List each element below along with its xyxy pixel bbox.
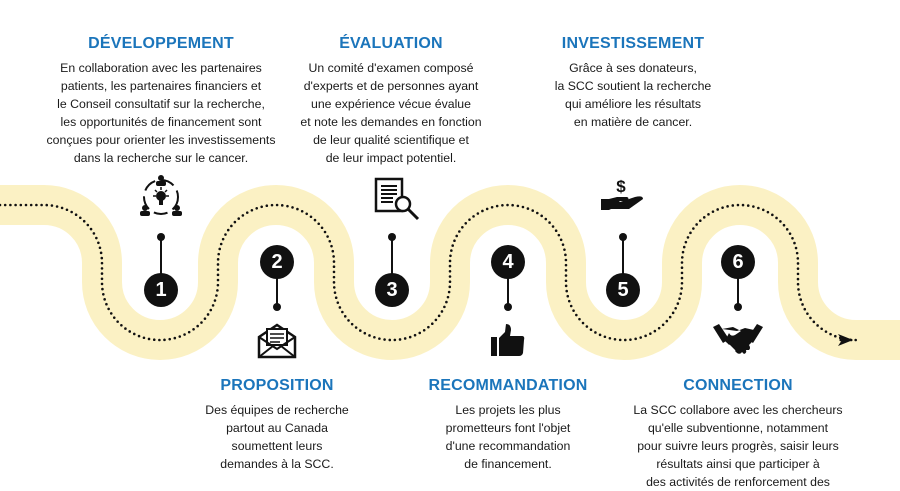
connector-line <box>276 262 278 307</box>
connector-line <box>622 237 624 290</box>
connector-dot <box>388 233 396 241</box>
connector-dot <box>619 233 627 241</box>
connector-line <box>737 262 739 307</box>
hand-dollar-icon: $ <box>601 177 643 210</box>
connector-dot <box>504 303 512 311</box>
connector-dot <box>157 233 165 241</box>
step-number-3: 3 <box>375 273 409 307</box>
connector-line <box>160 237 162 290</box>
step-title: DÉVELOPPEMENT <box>88 35 234 52</box>
step-description: Grâce à ses donateurs,la SCC soutient la… <box>554 61 712 129</box>
document-magnifier-icon <box>374 177 420 221</box>
svg-text:$: $ <box>616 177 626 196</box>
step-title: INVESTISSEMENT <box>561 35 705 52</box>
connector-dot <box>273 303 281 311</box>
connector-line <box>391 237 393 290</box>
road-band <box>0 185 900 360</box>
thumbs-up-icon <box>491 324 525 356</box>
step-1-text: DÉVELOPPEMENT En collaboration avec les … <box>41 35 281 167</box>
step-number-1: 1 <box>144 273 178 307</box>
connector-dot <box>734 303 742 311</box>
dotted-path <box>0 203 857 342</box>
step-5-text: INVESTISSEMENT Grâce à ses donateurs,la … <box>513 35 753 131</box>
connector-line <box>507 262 509 307</box>
step-title: RECOMMANDATION <box>428 377 588 394</box>
step-title: CONNECTION <box>683 377 793 394</box>
step-title: ÉVALUATION <box>339 35 443 52</box>
step-number-6: 6 <box>721 245 755 279</box>
step-number-2: 2 <box>260 245 294 279</box>
arrow-head-icon <box>838 334 853 346</box>
people-idea-icon <box>140 175 182 216</box>
step-6-text: CONNECTION La SCC collabore avec les che… <box>618 377 858 491</box>
step-number-5: 5 <box>606 273 640 307</box>
step-title: PROPOSITION <box>220 377 334 394</box>
step-number-4: 4 <box>491 245 525 279</box>
handshake-icon <box>713 324 763 354</box>
envelope-letter-icon <box>257 323 297 359</box>
